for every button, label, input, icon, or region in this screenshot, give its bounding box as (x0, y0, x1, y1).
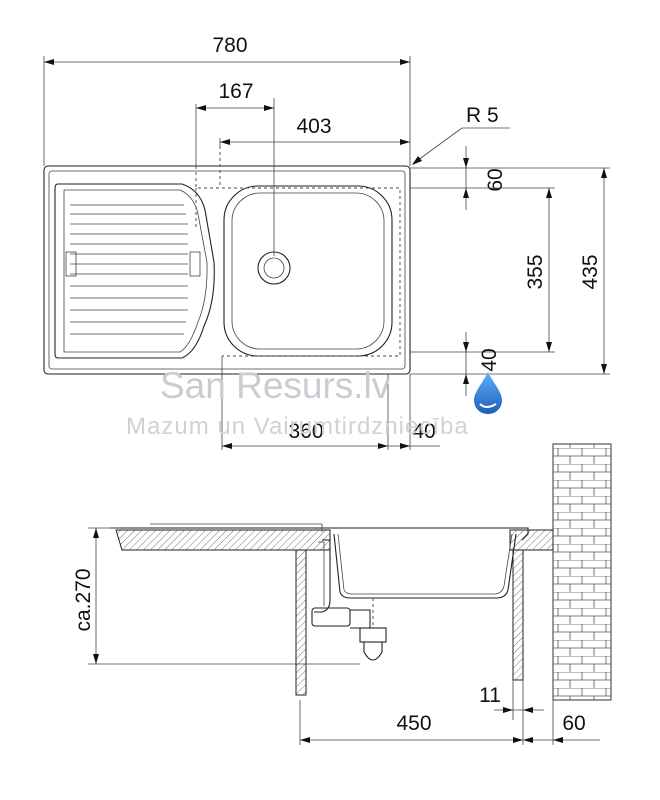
drainer-board (54, 183, 215, 359)
bowl-outline (223, 185, 393, 357)
siphon-trap (311, 598, 387, 661)
dim-depth-label: 435 (579, 254, 602, 289)
cabinet-side-right (512, 549, 524, 681)
watermark-tagline: Mazum un Vairumtirdzniecība (126, 413, 469, 440)
cabinet-side-left (295, 549, 307, 696)
dim-radius-label: R 5 (466, 104, 499, 127)
overflow-pipe (314, 539, 331, 613)
dim-wall-label: 11 (479, 684, 501, 707)
cutout-dashed-line (195, 166, 401, 357)
dim-bowl-depth-label: 355 (524, 254, 547, 289)
watermark-brand: San Resurs.lv (160, 365, 391, 406)
dim-bowl-label: 403 (296, 115, 331, 138)
watermark: San Resurs.lv Mazum un Vairumtirdzniecīb… (126, 365, 502, 440)
dim-drainer-label: 167 (218, 80, 253, 103)
dim-edge-top-label: 60 (484, 168, 507, 191)
side-view: ca.270 11 450 60 (72, 443, 612, 745)
brick-wall (552, 443, 612, 701)
dim-bowl-bottom-label: 360 (288, 420, 323, 443)
dim-offset-label: 60 (562, 712, 585, 735)
countertop-left (115, 529, 331, 551)
dim-width-label: 780 (212, 34, 247, 57)
drainer-grooves (70, 204, 188, 335)
bowl-profile (333, 533, 517, 599)
dim-height-label: ca.270 (72, 568, 95, 631)
countertop-right (509, 529, 554, 551)
top-view: 780 167 403 R 5 60 355 435 (43, 34, 610, 450)
dim-edge-bottom-label: 40 (478, 348, 501, 371)
dim-cabinet-label: 450 (396, 712, 431, 735)
dim-bowl-side-label: 40 (412, 420, 435, 443)
drain-outlet (257, 251, 291, 285)
sink-outline (43, 165, 411, 375)
